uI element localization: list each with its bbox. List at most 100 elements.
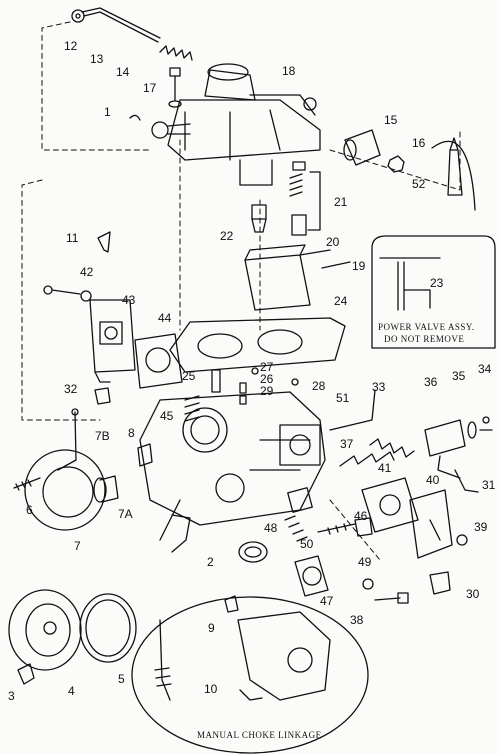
label-34: 34 [478,362,492,376]
screw-49 [317,517,373,537]
screw-38 [362,578,409,604]
spring-14 [159,45,193,61]
check-29 [239,395,247,405]
gasket-48 [238,541,268,563]
ball-28 [291,378,299,386]
label-19: 19 [352,259,366,273]
label-36: 36 [424,375,438,389]
choke-linkage-parts [154,595,331,701]
pin-19 [321,261,351,269]
washer-35 [467,421,477,439]
ball-27 [251,367,259,375]
needle-52 [431,137,476,211]
label-29: 29 [260,384,274,398]
label-11: 11 [66,231,79,245]
label-51: 51 [336,391,350,405]
label-28: 28 [312,379,326,393]
label-2: 2 [207,555,214,569]
main-body-51 [139,391,326,541]
label-42: 42 [80,265,94,279]
tab-30 [429,571,451,595]
power-valve-box [371,235,496,349]
cover-39 [409,489,468,559]
label-7b: 7B [95,429,110,443]
label-41: 41 [378,461,392,475]
diaphragm-44 [134,333,183,389]
label-50: 50 [300,537,314,551]
diaphragm-40 [361,477,419,533]
label-40: 40 [426,473,440,487]
label-38: 38 [350,613,364,627]
label-37: 37 [340,437,354,451]
choke-rod-13 [71,7,161,43]
label-47: 47 [320,594,334,608]
power-valve-caption-line1: POWER VALVE ASSY. [378,322,475,332]
label-48: 48 [264,521,278,535]
label-30: 30 [466,587,480,601]
label-5: 5 [118,672,125,686]
bushing-8 [137,443,153,467]
label-26: 26 [260,372,274,386]
lever-11 [97,231,111,253]
label-10: 10 [204,682,218,696]
clip-3 [17,663,35,685]
screw-6 [13,477,41,491]
rod-7b [57,408,79,471]
label-20: 20 [326,235,340,249]
spring-45 [184,395,200,422]
manual-choke-oval [131,596,369,754]
label-43: 43 [122,293,136,307]
label-12: 12 [64,39,78,53]
label-8: 8 [128,426,135,440]
label-52: 52 [412,177,426,191]
label-23: 23 [430,276,444,290]
label-6: 6 [26,503,33,517]
label-17: 17 [143,81,157,95]
spring-37 [369,438,415,458]
label-25: 25 [182,369,196,383]
label-22: 22 [220,229,234,243]
valve-spring-21 [289,161,321,236]
label-7: 7 [74,539,81,553]
label-45: 45 [160,409,174,423]
spring-50 [284,515,308,542]
clip-1 [129,114,191,139]
rod-33 [329,389,376,431]
label-49: 49 [358,555,372,569]
label-27: 27 [260,360,274,374]
label-44: 44 [158,311,172,325]
label-39: 39 [474,520,488,534]
label-46: 46 [354,509,368,523]
weight-26 [239,382,247,394]
lever-2 [171,514,191,553]
label-14: 14 [116,65,130,79]
float-20 [244,244,331,311]
label-7a: 7A [118,507,133,521]
pin-34 [479,416,493,431]
cover-43 [89,299,136,383]
clip-32 [94,387,111,405]
label-21: 21 [334,195,348,209]
air-horn-18 [167,63,321,186]
label-4: 4 [68,684,75,698]
link-31 [454,469,479,493]
label-3: 3 [8,689,15,703]
label-31: 31 [482,478,496,492]
label-9: 9 [208,621,215,635]
cover-47 [294,555,329,597]
nut-16 [387,155,405,173]
pump-lever-36 [424,419,466,479]
label-15: 15 [384,113,398,127]
label-13: 13 [90,52,104,66]
manual-choke-caption: MANUAL CHOKE LINKAGE [197,730,322,740]
label-16: 16 [412,136,426,150]
spring-41 [339,451,395,467]
label-24: 24 [334,294,348,308]
label-32: 32 [64,382,78,396]
plug-22 [251,204,267,233]
label-1: 1 [104,105,111,119]
gasket-24 [169,317,346,373]
choke-housing-7 [24,449,119,531]
